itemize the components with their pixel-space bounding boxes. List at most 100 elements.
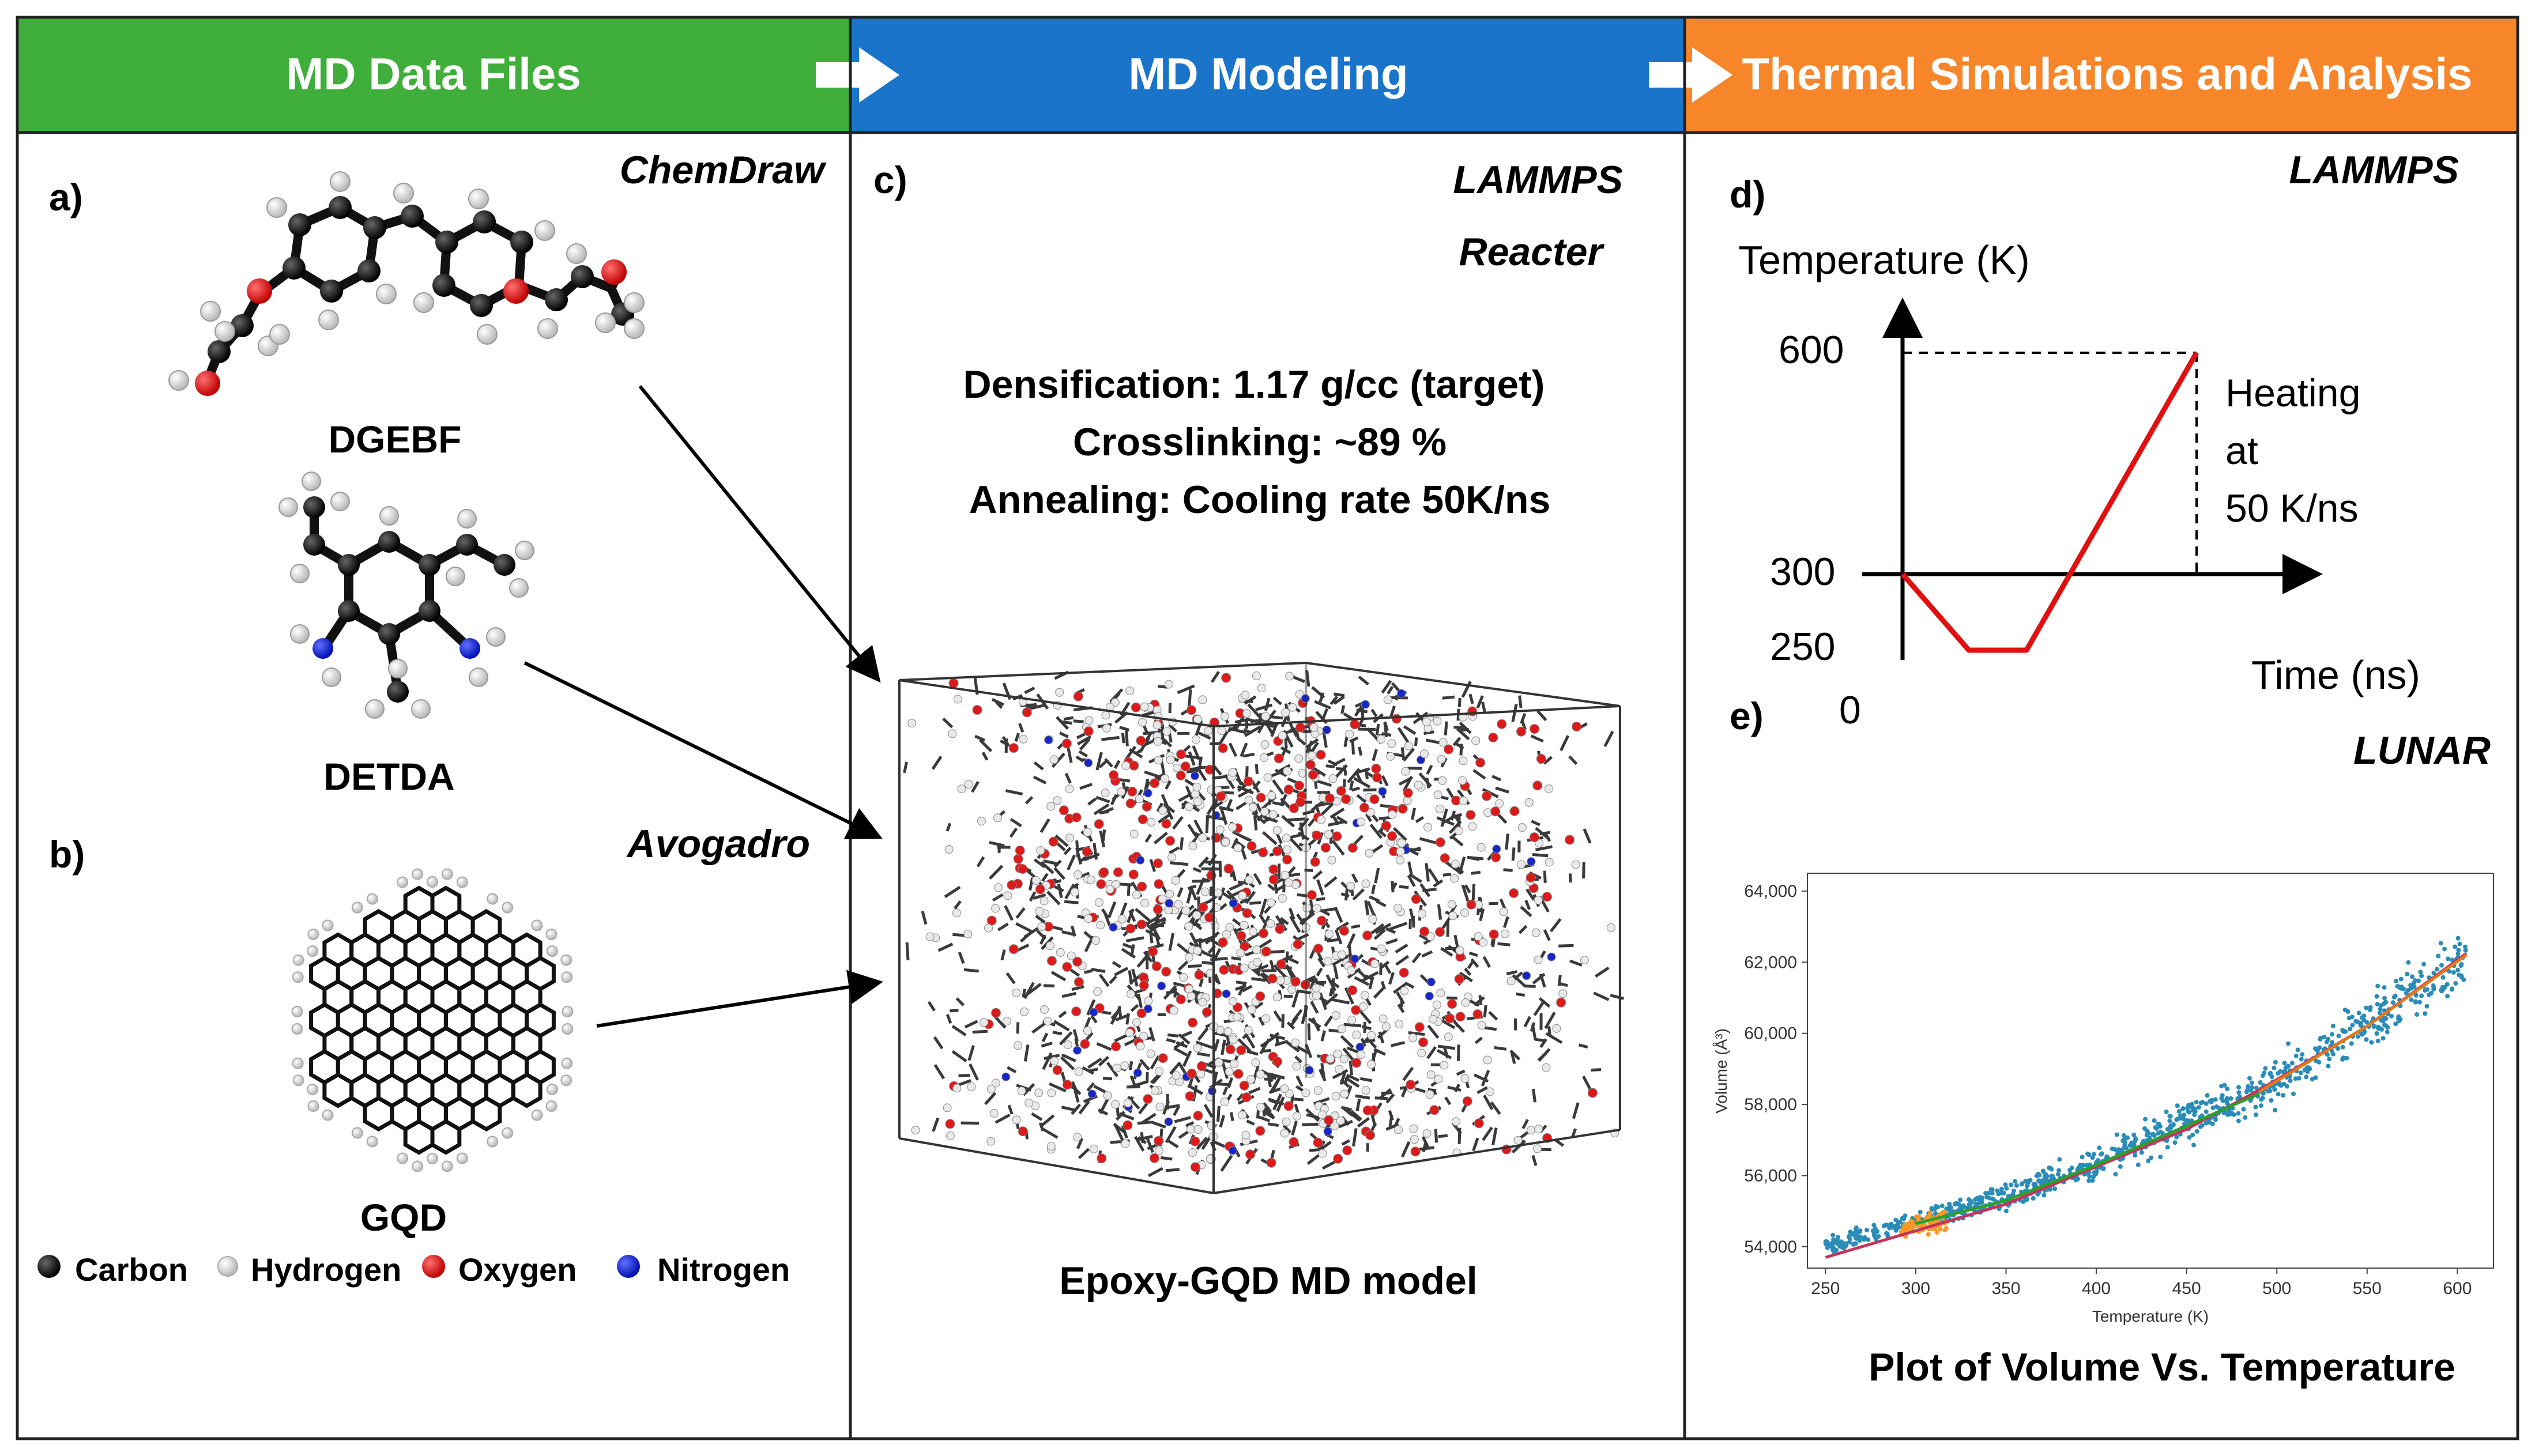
chart-point <box>2413 978 2418 983</box>
md-atom <box>1121 1139 1130 1148</box>
chart-point <box>2424 987 2429 992</box>
chart-point <box>1866 1237 1871 1242</box>
chart-point <box>2187 1135 2192 1140</box>
header-flow-arrow-2 <box>1649 47 1732 103</box>
md-atom <box>972 705 982 715</box>
panel-e-letter: e) <box>1730 695 1764 737</box>
md-atom <box>1154 1136 1164 1146</box>
md-atom <box>1545 858 1554 867</box>
md-bond <box>1196 1137 1208 1151</box>
chart-point <box>2260 1096 2265 1101</box>
md-bond <box>1392 982 1408 994</box>
md-atom <box>1084 759 1093 767</box>
gqd-hydrogen-atom <box>307 945 319 957</box>
chart-point <box>2143 1116 2148 1122</box>
header-bar-md-modeling <box>850 17 1685 133</box>
md-atom <box>1387 831 1398 841</box>
chart-y-axis-label: Volume (Å³) <box>1712 1028 1730 1114</box>
md-atom <box>1333 1153 1343 1164</box>
md-atom <box>1272 993 1282 1002</box>
chart-point <box>2417 999 2422 1005</box>
temperature-profile-line <box>1900 351 2199 653</box>
md-bond <box>1419 837 1438 845</box>
md-bond <box>1317 957 1326 968</box>
md-atom <box>1474 932 1483 941</box>
md-atom <box>1161 967 1172 977</box>
md-bond <box>1071 1081 1079 1095</box>
gqd-hydrogen-atom <box>292 971 304 983</box>
md-bond <box>1312 870 1323 880</box>
chart-point <box>1841 1246 1847 1251</box>
md-atom <box>1422 1129 1432 1138</box>
md-bond <box>1061 1106 1075 1112</box>
header-bar-thermal <box>1685 17 2518 133</box>
md-atom <box>1280 1084 1289 1093</box>
md-atom <box>952 908 961 918</box>
chart-point <box>2385 1029 2390 1035</box>
md-bond <box>1287 957 1299 964</box>
md-bond <box>1436 1048 1452 1059</box>
md-bond <box>1063 846 1072 855</box>
chart-point <box>2259 1103 2263 1108</box>
heating-profile-axes <box>1862 297 2323 660</box>
md-atom <box>1157 982 1166 990</box>
md-bond <box>1052 1031 1063 1036</box>
md-bond <box>1005 972 1016 985</box>
chart-point <box>2368 1008 2372 1012</box>
panel-frames <box>16 16 2519 1440</box>
md-atom <box>1331 1011 1340 1020</box>
md-bond <box>1533 1001 1545 1016</box>
md-bond <box>1148 1027 1155 1042</box>
md-atom <box>1466 899 1476 910</box>
md-atom <box>1422 717 1431 726</box>
md-bond <box>1544 1012 1556 1029</box>
md-atom <box>1394 1125 1403 1134</box>
md-atom <box>991 1078 1000 1088</box>
md-bond <box>1290 1016 1299 1027</box>
chart-point <box>2378 1006 2383 1012</box>
md-bond <box>1121 948 1136 959</box>
md-atom <box>1459 796 1468 805</box>
chart-point <box>2135 1162 2141 1167</box>
md-atom <box>993 883 1003 892</box>
md-atom <box>1127 990 1135 998</box>
md-bond <box>1426 764 1433 775</box>
chart-point <box>2086 1178 2092 1183</box>
md-bond <box>1109 975 1117 985</box>
md-atom <box>1167 853 1177 862</box>
chart-point <box>2254 1085 2259 1091</box>
chart-point <box>2423 1011 2428 1016</box>
md-bond <box>932 1117 940 1132</box>
md-bond <box>1397 727 1410 744</box>
md-atom <box>1509 806 1520 816</box>
md-atom <box>1460 908 1470 918</box>
md-atom <box>1049 755 1059 764</box>
md-bond <box>1173 1105 1181 1116</box>
md-atom <box>1099 867 1109 877</box>
md-atom <box>1260 753 1268 762</box>
chart-point <box>2398 986 2403 991</box>
md-atom <box>1171 876 1180 885</box>
md-bond <box>1057 883 1063 899</box>
md-bond <box>1468 693 1474 704</box>
md-atom <box>1472 1009 1483 1019</box>
md-atom <box>1429 1014 1437 1024</box>
crosslinking-text: Crosslinking: ~89 % <box>1073 420 1447 464</box>
md-atom <box>1369 794 1380 805</box>
chart-point <box>2225 1096 2229 1101</box>
md-atom <box>1301 923 1310 932</box>
md-bond <box>1509 1049 1521 1061</box>
chart-point <box>2247 1076 2252 1081</box>
md-bond <box>1262 1110 1275 1120</box>
chart-x-tick-label: 550 <box>2353 1279 2382 1298</box>
chart-plot-area <box>1807 873 2494 1269</box>
chart-point <box>2355 1019 2360 1024</box>
panel-d-letter: d) <box>1730 173 1765 216</box>
md-bond <box>1309 1148 1322 1152</box>
md-atom <box>1461 998 1470 1007</box>
chart-point <box>2228 1096 2233 1101</box>
md-atom <box>1256 1070 1265 1079</box>
md-atom <box>1044 735 1053 745</box>
md-atom <box>1191 771 1199 780</box>
md-atom <box>1225 1044 1236 1054</box>
